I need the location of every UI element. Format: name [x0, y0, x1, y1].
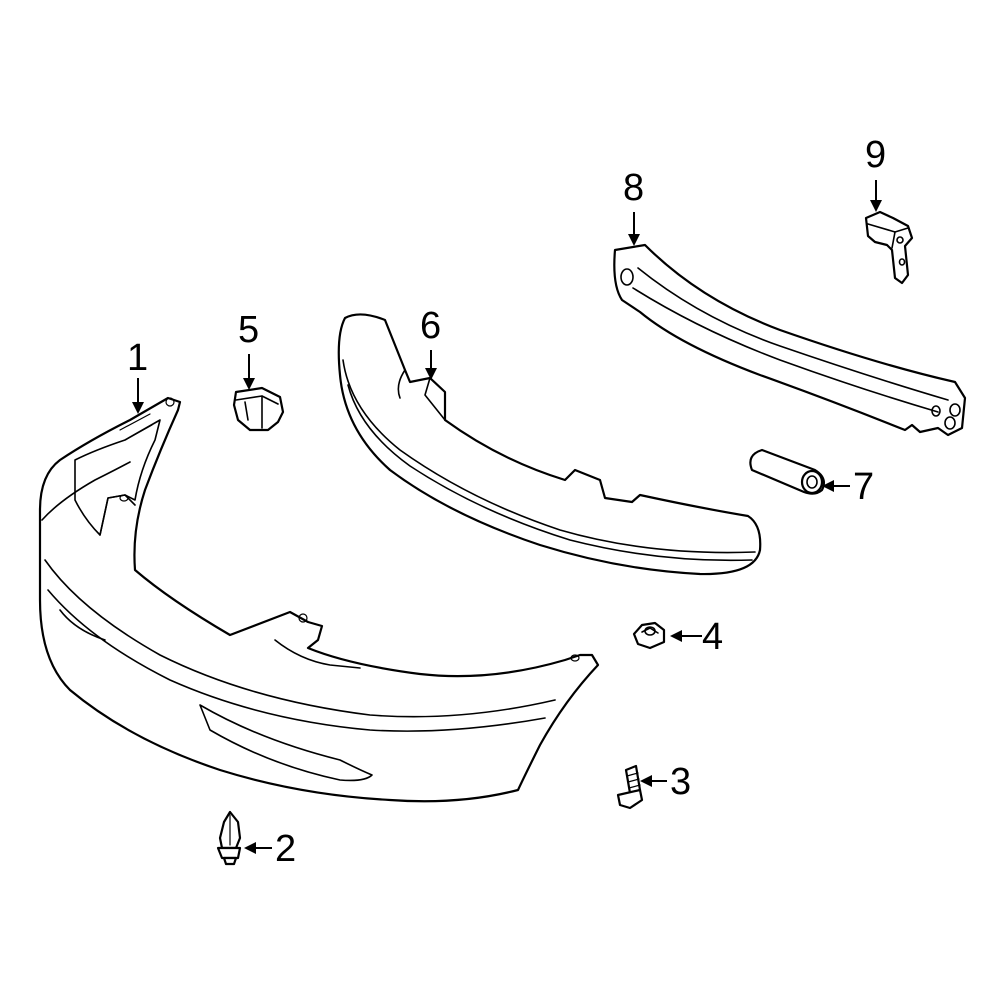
callout-label-7: 7 — [853, 466, 874, 508]
part-8-impact-bar — [613, 243, 967, 437]
part-7-stopper — [749, 448, 825, 495]
callout-label-4: 4 — [702, 616, 723, 658]
callout-label-8: 8 — [623, 167, 644, 209]
part-6-absorber — [337, 313, 762, 576]
callout-label-9: 9 — [865, 134, 886, 176]
callout-label-2: 2 — [275, 828, 296, 870]
part-9-bracket — [864, 210, 914, 285]
callout-arrows — [132, 180, 882, 854]
callout-label-1: 1 — [127, 337, 148, 379]
callout-label-3: 3 — [670, 761, 691, 803]
callout-label-5: 5 — [238, 309, 259, 351]
part-5-retainer — [232, 386, 285, 432]
part-2-push-clip — [216, 810, 242, 866]
part-4-nut — [632, 621, 666, 650]
part-3-bolt — [616, 764, 644, 810]
part-1-bumper-cover — [38, 396, 600, 803]
callout-label-6: 6 — [420, 305, 441, 347]
